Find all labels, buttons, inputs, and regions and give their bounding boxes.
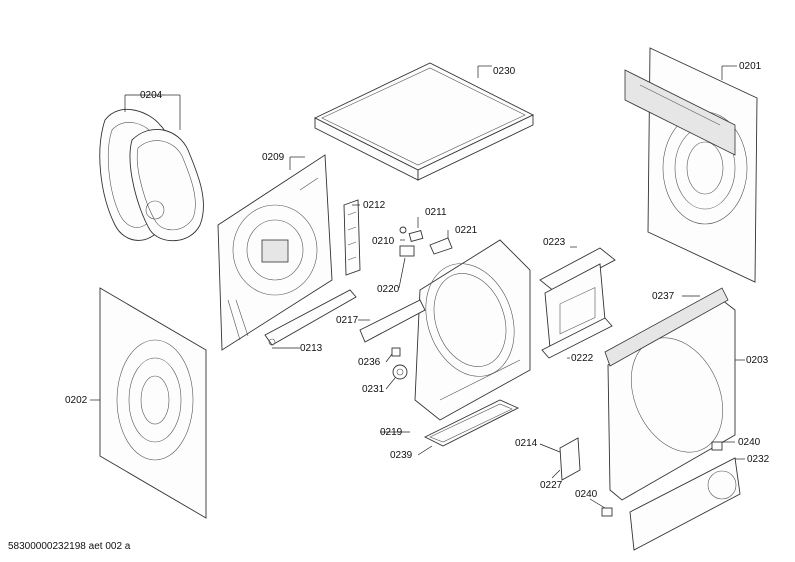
part-0221-clip [429,237,453,255]
label-0222: 0222 [571,353,594,364]
part-0204-gasket [99,109,204,242]
leader-0204 [124,94,181,130]
part-0239-seal [423,399,520,447]
leaders-plinth [539,441,745,509]
leaders-small-parts [398,217,449,289]
label-0231: 0231 [362,384,385,395]
label-0232: 0232 [747,454,770,465]
leader-0201 [721,65,737,80]
part-0209-back-wall [217,154,333,351]
part-0213-bracket [264,289,357,346]
leader-0209 [289,156,305,170]
label-0204: 0204 [140,90,163,101]
label-0203: 0203 [746,355,769,366]
label-0219: 0219 [380,427,403,438]
label-0220: 0220 [377,284,400,295]
label-0202: 0202 [65,395,88,406]
part-0217-bracket [359,299,426,343]
part-0211-sensor [408,230,424,242]
label-0217: 0217 [336,315,359,326]
leaders-front [682,295,745,361]
leader-0230 [477,65,492,78]
part-0219-front-frame [414,239,531,421]
part-0232-plinth [629,457,741,551]
label-0227: 0227 [540,480,563,491]
part-0220-connector [399,245,415,257]
label-0201: 0201 [739,61,762,72]
part-0222-gasket [541,317,613,359]
part-0236-clip [391,347,401,357]
part-0210-screw [399,226,407,234]
label-0240-a: 0240 [738,437,761,448]
label-0213: 0213 [300,343,323,354]
label-0212: 0212 [363,200,386,211]
label-0230: 0230 [493,66,516,77]
leaders-filter [567,246,577,359]
label-0236: 0236 [358,357,381,368]
label-0214: 0214 [515,438,538,449]
part-0201-rear-panel [624,47,758,283]
label-0221: 0221 [455,225,478,236]
label-0209: 0209 [262,152,285,163]
label-0223: 0223 [543,237,566,248]
part-labels: 0201 0204 0230 0209 0212 0211 0210 0221 … [65,61,770,500]
leaders-frame [358,319,433,456]
part-0212-strip [343,199,361,276]
label-0210: 0210 [372,236,395,247]
part-0214-latch [559,437,581,481]
label-0240-b: 0240 [575,489,598,500]
part-0231-knob [392,364,408,380]
label-0211: 0211 [425,207,447,218]
label-0239: 0239 [390,450,413,461]
drawing-code: 58300000232198 aet 002 a [8,541,131,552]
label-0237: 0237 [652,291,675,302]
part-0202-side-panel [99,287,207,519]
part-0230-top-cover [313,62,535,181]
part-0240-foot-b [601,507,613,517]
part-0240-foot-a [711,441,723,451]
part-0203-front-panel [604,287,736,501]
